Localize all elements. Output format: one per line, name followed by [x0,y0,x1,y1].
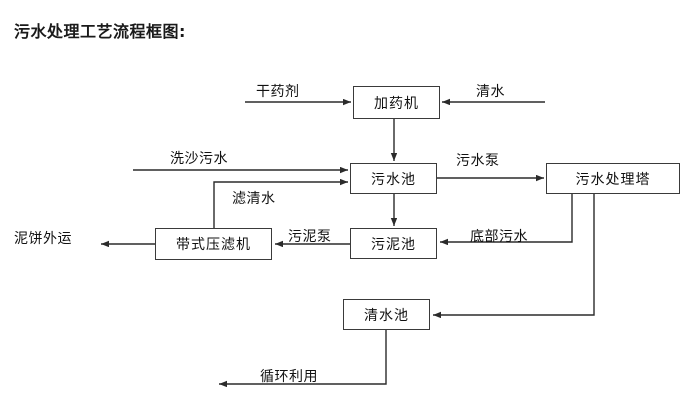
edge-label-recycle-use: 循环利用 [260,369,318,385]
edge-label-dry-reagent: 干药剂 [256,84,300,100]
node-label: 污泥池 [371,236,416,253]
edge-label-bottom-sewage: 底部污水 [470,229,528,245]
edge-clean-pool-recycle [219,330,387,388]
node-label: 加药机 [374,95,419,112]
node-label: 清水池 [364,307,409,324]
edge-bottom-sewage-to-sludge-pool [440,194,573,246]
page-title: 污水处理工艺流程框图: [14,22,186,41]
edge-label-clean-water-in: 清水 [476,84,505,100]
node-label: 污水处理塔 [575,171,651,188]
edge-label-sewage-pump: 污水泵 [456,153,500,169]
node-sewage-pool[interactable]: 污水池 [350,163,437,194]
edge-label-mud-cake-out: 泥饼外运 [14,231,72,247]
node-clean-pool[interactable]: 清水池 [343,299,430,330]
edge-label-sand-wash-water: 洗沙污水 [170,151,228,167]
edge-filtrate-to-sewage-pool [213,178,348,228]
node-dosing-machine[interactable]: 加药机 [353,86,440,119]
edge-tower-to-clean-pool [433,194,595,319]
edge-label-sludge-pump: 污泥泵 [288,229,332,245]
node-label: 带式压滤机 [176,237,251,253]
node-treatment-tower[interactable]: 污水处理塔 [546,163,680,194]
node-belt-press[interactable]: 带式压滤机 [155,228,272,260]
node-label: 污水池 [371,171,416,188]
edge-label-filtrate-water: 滤清水 [232,191,276,207]
node-sludge-pool[interactable]: 污泥池 [350,228,437,259]
